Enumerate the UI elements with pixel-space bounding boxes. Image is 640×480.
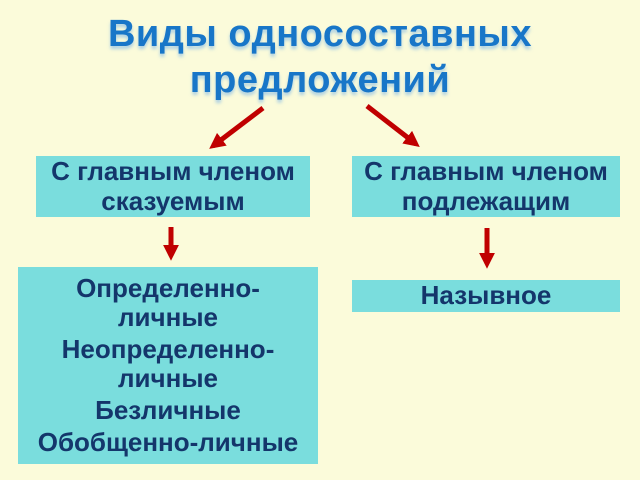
- list-item-impersonal: Безличные: [95, 395, 241, 425]
- box-predicate-list: Определенно-личные Неопределенно-личные …: [18, 267, 318, 464]
- list-item-indefinite-personal: Неопределенно-личные: [61, 334, 275, 394]
- arrow-title-to-predicate-icon: [209, 106, 265, 149]
- slide-title: Виды односоставных предложений: [107, 13, 533, 101]
- box-predicate-header: С главным членом сказуемым: [36, 156, 310, 217]
- box-subject-item-nominative: Назывное: [352, 280, 620, 312]
- box-subject-header: С главным членом подлежащим: [352, 156, 620, 217]
- arrow-title-to-subject-icon: [365, 104, 420, 147]
- list-item-definite-personal: Определенно-личные: [76, 273, 260, 333]
- list-item-generalized-personal: Обобщенно-личные: [37, 426, 299, 457]
